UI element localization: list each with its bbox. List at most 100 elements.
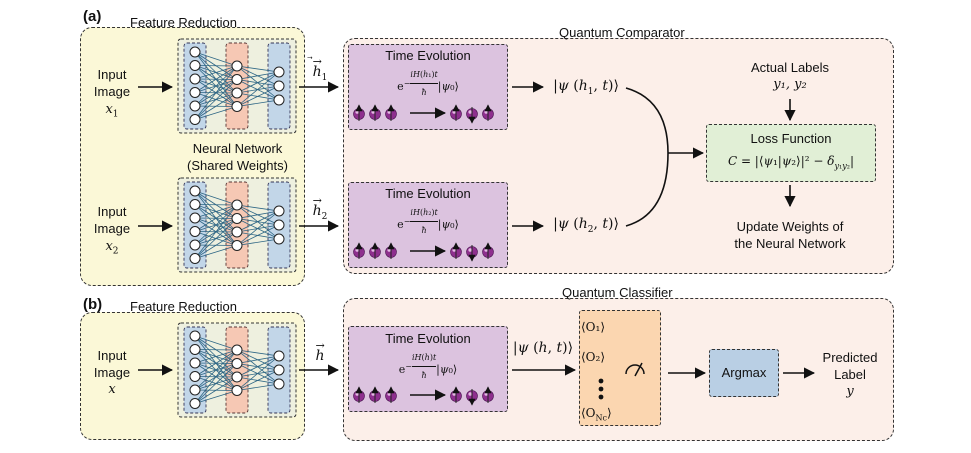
qubits-initial-1: [353, 104, 397, 121]
time-evolution-title-2: Time Evolution: [385, 186, 471, 201]
nn-edge: [194, 204, 238, 246]
loss-formula: C = |⟨ψ₁|ψ₂⟩|² − δy₁y₂|: [727, 154, 855, 171]
h1-vector-label: ⃗→ h1: [305, 55, 335, 87]
qubit-icon: [482, 242, 494, 259]
qubit-icon: [369, 242, 381, 259]
neural-network-a1: [177, 38, 297, 134]
panel-label-b: (b): [83, 296, 103, 313]
input1-line2: Image: [93, 84, 131, 99]
observable-1: ⟨O₁⟩: [581, 320, 606, 334]
psi2-sub: 2: [587, 224, 594, 235]
input-image-b-label: Input Image x: [86, 347, 138, 398]
nn-edge: [194, 65, 238, 93]
nn-edge: [194, 106, 238, 120]
nn-edge: [236, 355, 280, 391]
input1-line1: Input: [97, 67, 127, 82]
input2-line1: Input: [97, 204, 127, 219]
loss-function-box: [706, 124, 876, 182]
nn-neuron: [273, 205, 285, 217]
nn-neuron: [189, 114, 201, 125]
nn-neuron: [189, 253, 201, 264]
nn-neuron: [189, 73, 201, 85]
h2-vector-label: → h2: [305, 194, 335, 226]
qubit-icon: [353, 242, 365, 259]
update-line1: Update Weights of: [736, 219, 844, 234]
nn-edge: [236, 355, 280, 378]
nn-neuron: [231, 358, 243, 369]
nn-neuron: [231, 101, 243, 112]
ellipsis-dots: [598, 378, 604, 400]
nn-edge: [194, 65, 238, 107]
nn-neuron: [231, 87, 243, 99]
nn-edge: [236, 210, 280, 219]
nn-neuron: [189, 87, 201, 98]
feature-reduction-title-b: Feature Reduction: [130, 299, 237, 314]
nn-neuron: [231, 344, 243, 356]
nn-edge: [194, 349, 238, 377]
nn-neuron: [231, 74, 243, 85]
input-image-1-label: Input Image x1: [86, 66, 138, 124]
qubit-icon: [482, 386, 494, 403]
nn-neuron: [189, 357, 201, 369]
input2-sub: 2: [112, 246, 119, 257]
merge-curve-1: [625, 87, 669, 154]
inputb-var: x: [108, 382, 116, 397]
psi-state-b: |ψ (h, t)⟩: [512, 340, 574, 356]
nn-neuron: [273, 364, 285, 376]
input1-sub: 1: [112, 109, 119, 120]
qubit-icon: [466, 107, 478, 124]
qubit-icon: [450, 104, 462, 121]
nn-neuron: [189, 384, 201, 396]
arrows: [138, 81, 816, 401]
predicted-var: y: [846, 384, 854, 399]
nn-edge: [236, 349, 280, 357]
nn-label-line1: Neural Network: [192, 141, 283, 156]
observable-2: ⟨O₂⟩: [581, 350, 606, 364]
predicted-label: Predicted Label y: [812, 349, 888, 400]
nn-neuron: [189, 344, 201, 355]
nn-neuron: [231, 199, 243, 211]
qubit-icon: [450, 242, 462, 259]
nn-neuron: [273, 233, 285, 245]
h1-var: h: [312, 64, 322, 80]
nn-edge: [236, 65, 280, 73]
nn-neuron: [189, 60, 201, 71]
nn-neuron: [189, 330, 201, 342]
time-evolution-title-1: Time Evolution: [385, 48, 471, 63]
h-vector-label: → h: [305, 339, 335, 365]
input2-variable: x2: [86, 237, 138, 261]
nn-edge: [194, 363, 238, 404]
qubits-evolved-1: [450, 104, 494, 124]
merge-curve-2: [625, 152, 669, 227]
nn-edge: [236, 71, 280, 107]
nn-edge: [194, 349, 238, 404]
nn-neuron: [189, 46, 201, 58]
qubit-icon: [385, 242, 397, 259]
nn-neuron: [231, 213, 243, 224]
nn-edge: [236, 238, 280, 246]
nn-edge: [236, 369, 280, 391]
psi1-sub: 1: [587, 86, 594, 97]
nn-neuron: [231, 371, 243, 383]
qubits-initial-2: [353, 242, 397, 259]
update-weights-label: Update Weights of the Neural Network: [715, 218, 865, 252]
nn-neuron: [273, 66, 285, 78]
h-var: h: [315, 348, 325, 364]
qubit-icon: [369, 104, 381, 121]
argmax-label: Argmax: [721, 365, 767, 380]
nn-edge: [194, 65, 238, 80]
observable-n-sub: Nc: [595, 413, 608, 423]
nn-neuron: [189, 226, 201, 237]
h2-sub: 2: [321, 211, 328, 222]
qubits-evolved-b: [450, 386, 494, 406]
qubit-icon: [385, 386, 397, 403]
neural-network-a2: [177, 177, 297, 273]
nn-neuron: [273, 94, 285, 106]
nn-neuron: [273, 219, 285, 231]
nn-edge: [236, 71, 280, 80]
nn-neuron: [189, 239, 201, 251]
h1-sub: 1: [321, 72, 328, 83]
qubit-icon: [466, 389, 478, 406]
